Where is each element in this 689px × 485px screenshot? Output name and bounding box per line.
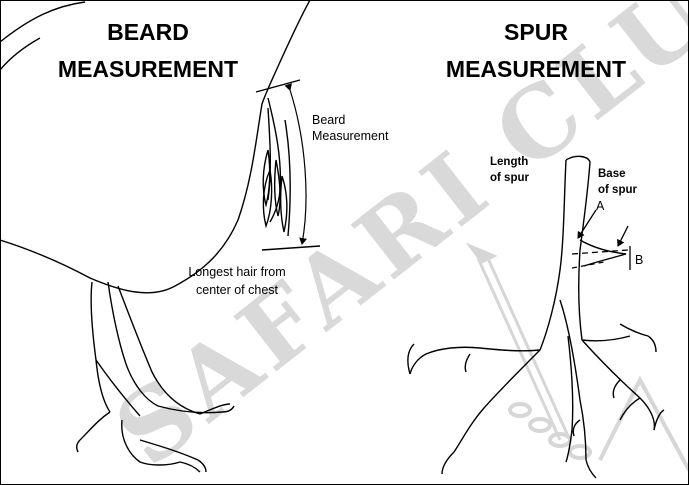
watermark-rifle-icon xyxy=(470,246,568,440)
spur-marker-b: B xyxy=(635,253,643,267)
spur-marker-a: A xyxy=(596,199,605,213)
beard-heading-line1: BEARD xyxy=(107,19,189,45)
beard-measure-label-line2: Measurement xyxy=(312,129,389,143)
beard-note-line1: Longest hair from xyxy=(188,265,285,279)
beard-measure-label-line1: Beard xyxy=(312,113,345,127)
spur-base-label-line2: of spur xyxy=(598,184,637,196)
beard-note-line2: center of chest xyxy=(196,283,279,297)
beard-heading-line2: MEASUREMENT xyxy=(58,56,238,82)
spur-heading-line2: MEASUREMENT xyxy=(446,56,626,82)
watermark-chain-icon xyxy=(510,380,689,470)
spur-length-label-line2: of spur xyxy=(490,172,529,184)
beard-measurement-arrow xyxy=(290,90,306,244)
spur-base-label-line1: Base xyxy=(598,168,626,180)
spur-heading-line1: SPUR xyxy=(504,19,568,45)
spur-length-label-line1: Length xyxy=(490,156,528,168)
